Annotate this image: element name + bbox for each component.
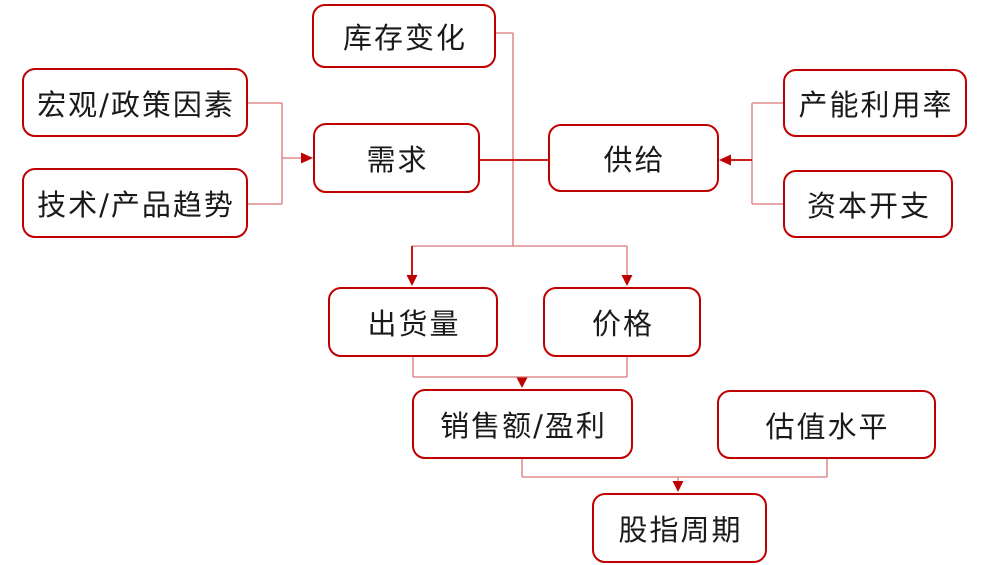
node-price: 价格 [543, 287, 701, 357]
arrowhead-into-sales [516, 377, 528, 388]
arrowhead-into-index [672, 481, 684, 492]
node-shipments: 出货量 [328, 287, 498, 357]
arrowhead-into-demand [301, 152, 313, 164]
node-demand-label: 需求 [366, 143, 429, 177]
node-price-label: 价格 [591, 307, 654, 341]
node-capital-expenditure-label: 资本开支 [806, 189, 931, 223]
edge-macro-tech-to-demand [248, 102, 301, 205]
edge-capacity-capex-to-supply [751, 102, 783, 205]
node-macro-policy-factors-label: 宏观/政策因素 [37, 87, 235, 122]
edge-shipments-price-to-sales [412, 357, 628, 378]
node-capacity-utilization: 产能利用率 [783, 69, 967, 137]
node-tech-product-trends: 技术/产品趋势 [22, 168, 248, 238]
node-capital-expenditure: 资本开支 [783, 170, 953, 238]
node-macro-policy-factors: 宏观/政策因素 [22, 68, 248, 137]
edge-inventory-down [496, 32, 514, 246]
node-stock-index-cycle: 股指周期 [592, 493, 767, 563]
node-valuation-level: 估值水平 [717, 390, 936, 459]
node-supply: 供给 [548, 124, 719, 192]
edge-junction-to-shipments-price [412, 245, 628, 276]
edge-sales-valuation-to-index [521, 459, 828, 481]
arrowhead-into-price [621, 275, 633, 286]
node-sales-profit: 销售额/盈利 [412, 389, 633, 459]
node-stock-index-cycle-label: 股指周期 [618, 513, 743, 547]
node-shipments-label: 出货量 [367, 307, 461, 341]
arrowhead-into-supply [719, 154, 731, 166]
node-tech-product-trends-label: 技术/产品趋势 [37, 188, 235, 222]
node-valuation-level-label: 估值水平 [765, 409, 890, 444]
node-demand: 需求 [313, 123, 480, 193]
node-sales-profit-label: 销售额/盈利 [440, 409, 607, 443]
node-inventory-change: 库存变化 [312, 4, 496, 68]
node-capacity-utilization-label: 产能利用率 [798, 88, 954, 122]
node-inventory-change-label: 库存变化 [342, 21, 467, 55]
node-supply-label: 供给 [603, 143, 666, 177]
arrowhead-into-shipments [406, 275, 418, 286]
